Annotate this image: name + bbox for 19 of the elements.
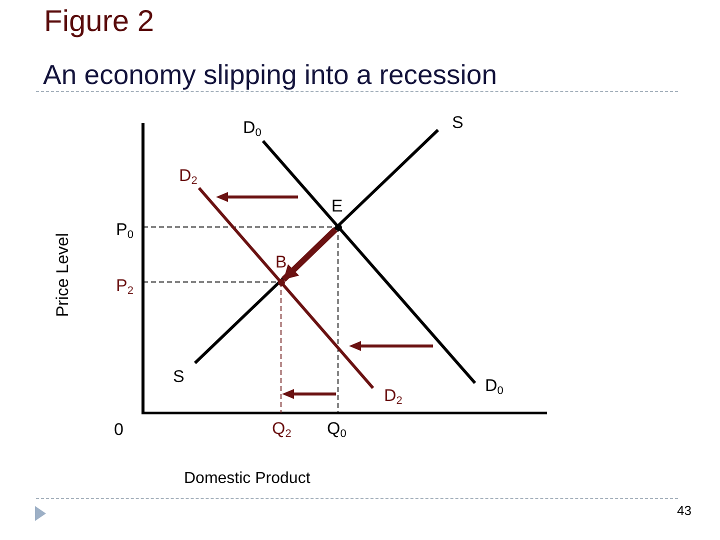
curve-label: D$_{2}$ xyxy=(384,386,402,406)
axis-tick-label: P$_{0}$ xyxy=(116,220,134,240)
axis-tick-label: P$_{2}$ xyxy=(116,276,134,296)
point-label: B xyxy=(275,254,287,270)
curve-label: D$_{0}$ xyxy=(485,376,504,396)
axis-tick-label: Q$_{2}$ xyxy=(272,419,292,440)
axis-title: Domestic Product xyxy=(184,469,310,488)
axis-tick-label: Q$_{0}$ xyxy=(327,419,346,440)
arrow xyxy=(281,227,338,282)
curve-label: S xyxy=(452,113,464,134)
point-label: E xyxy=(331,198,343,214)
curve-label: S xyxy=(173,367,184,388)
origin-label: 0 xyxy=(114,420,124,440)
figure-subtitle: An economy slipping into a recession xyxy=(43,61,498,88)
figure-title: Figure 2 xyxy=(44,7,154,37)
page-number: 43 xyxy=(677,503,692,519)
curve-label: D$_{0}$ xyxy=(243,118,262,138)
curve-label: D$_{2}$ xyxy=(179,166,198,186)
axis-title: Price Level xyxy=(52,232,73,318)
